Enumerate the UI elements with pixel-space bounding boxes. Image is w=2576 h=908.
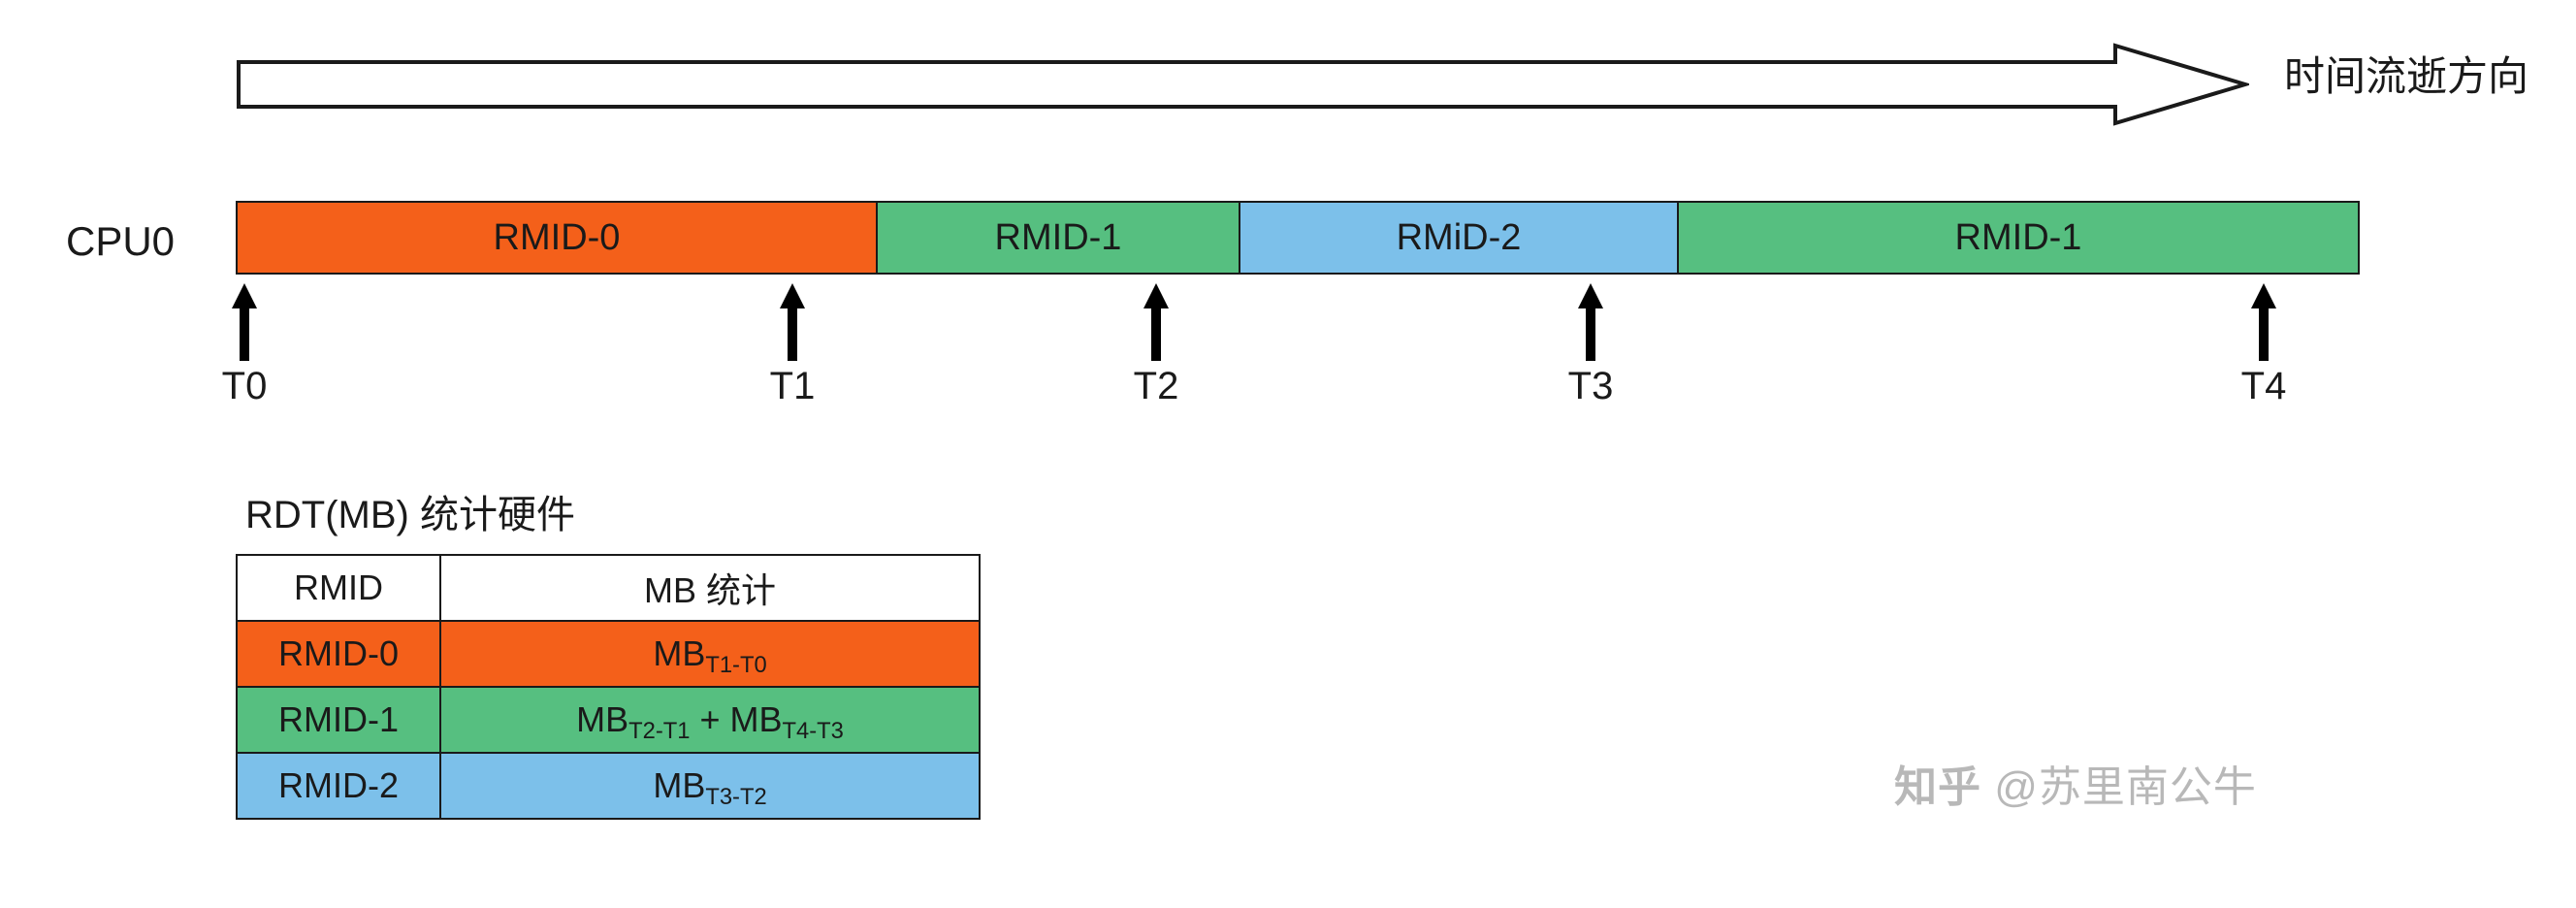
- table-row: RMID-0 MBT1-T0: [236, 620, 981, 688]
- mb-term: MBT2-T1: [576, 699, 691, 744]
- timeline-segment: RMID-0: [238, 203, 878, 273]
- timeline-segment: RMID-1: [878, 203, 1240, 273]
- tick-arrow-icon: [1143, 283, 1169, 361]
- cell-mb-stat: MBT2-T1 + MBT4-T3: [439, 686, 981, 754]
- header-mb: MB 统计: [439, 554, 981, 622]
- tick-arrow-icon: [232, 283, 257, 361]
- watermark-handle: @苏里南公牛: [1994, 763, 2257, 811]
- tick-arrow-icon: [780, 283, 805, 361]
- tick-label: T2: [1133, 365, 1179, 407]
- tick-label: T0: [221, 365, 268, 407]
- watermark-logo: 知乎: [1894, 763, 1981, 811]
- mb-term: MBT3-T2: [653, 765, 767, 810]
- tick-label: T1: [769, 365, 816, 407]
- tick-arrow-icon: [1578, 283, 1603, 361]
- timeline-segment: RMiD-2: [1240, 203, 1679, 273]
- time-arrow-label: 时间流逝方向: [2284, 53, 2529, 99]
- tick-label: T3: [1567, 365, 1614, 407]
- header-rmid: RMID: [236, 554, 441, 622]
- table-title: RDT(MB) 统计硬件: [245, 494, 575, 536]
- table-row: RMID-2 MBT3-T2: [236, 752, 981, 820]
- cell-rmid: RMID-0: [236, 620, 441, 688]
- time-arrow: [236, 43, 2249, 126]
- cell-rmid: RMID-1: [236, 686, 441, 754]
- cell-rmid: RMID-2: [236, 752, 441, 820]
- watermark: 知乎 @苏里南公牛: [1894, 766, 2257, 809]
- timeline-segment: RMID-1: [1679, 203, 2358, 273]
- tick-label: T4: [2240, 365, 2287, 407]
- cell-mb-stat: MBT1-T0: [439, 620, 981, 688]
- mb-term: MBT1-T0: [653, 633, 767, 678]
- mb-term: MBT4-T3: [729, 699, 844, 744]
- tick-arrow-icon: [2251, 283, 2276, 361]
- right-arrow-icon: [237, 43, 2249, 126]
- mb-operator: +: [690, 699, 730, 739]
- table-header-row: RMID MB 统计: [236, 554, 981, 622]
- cell-mb-stat: MBT3-T2: [439, 752, 981, 820]
- cpu-label: CPU0: [66, 218, 176, 264]
